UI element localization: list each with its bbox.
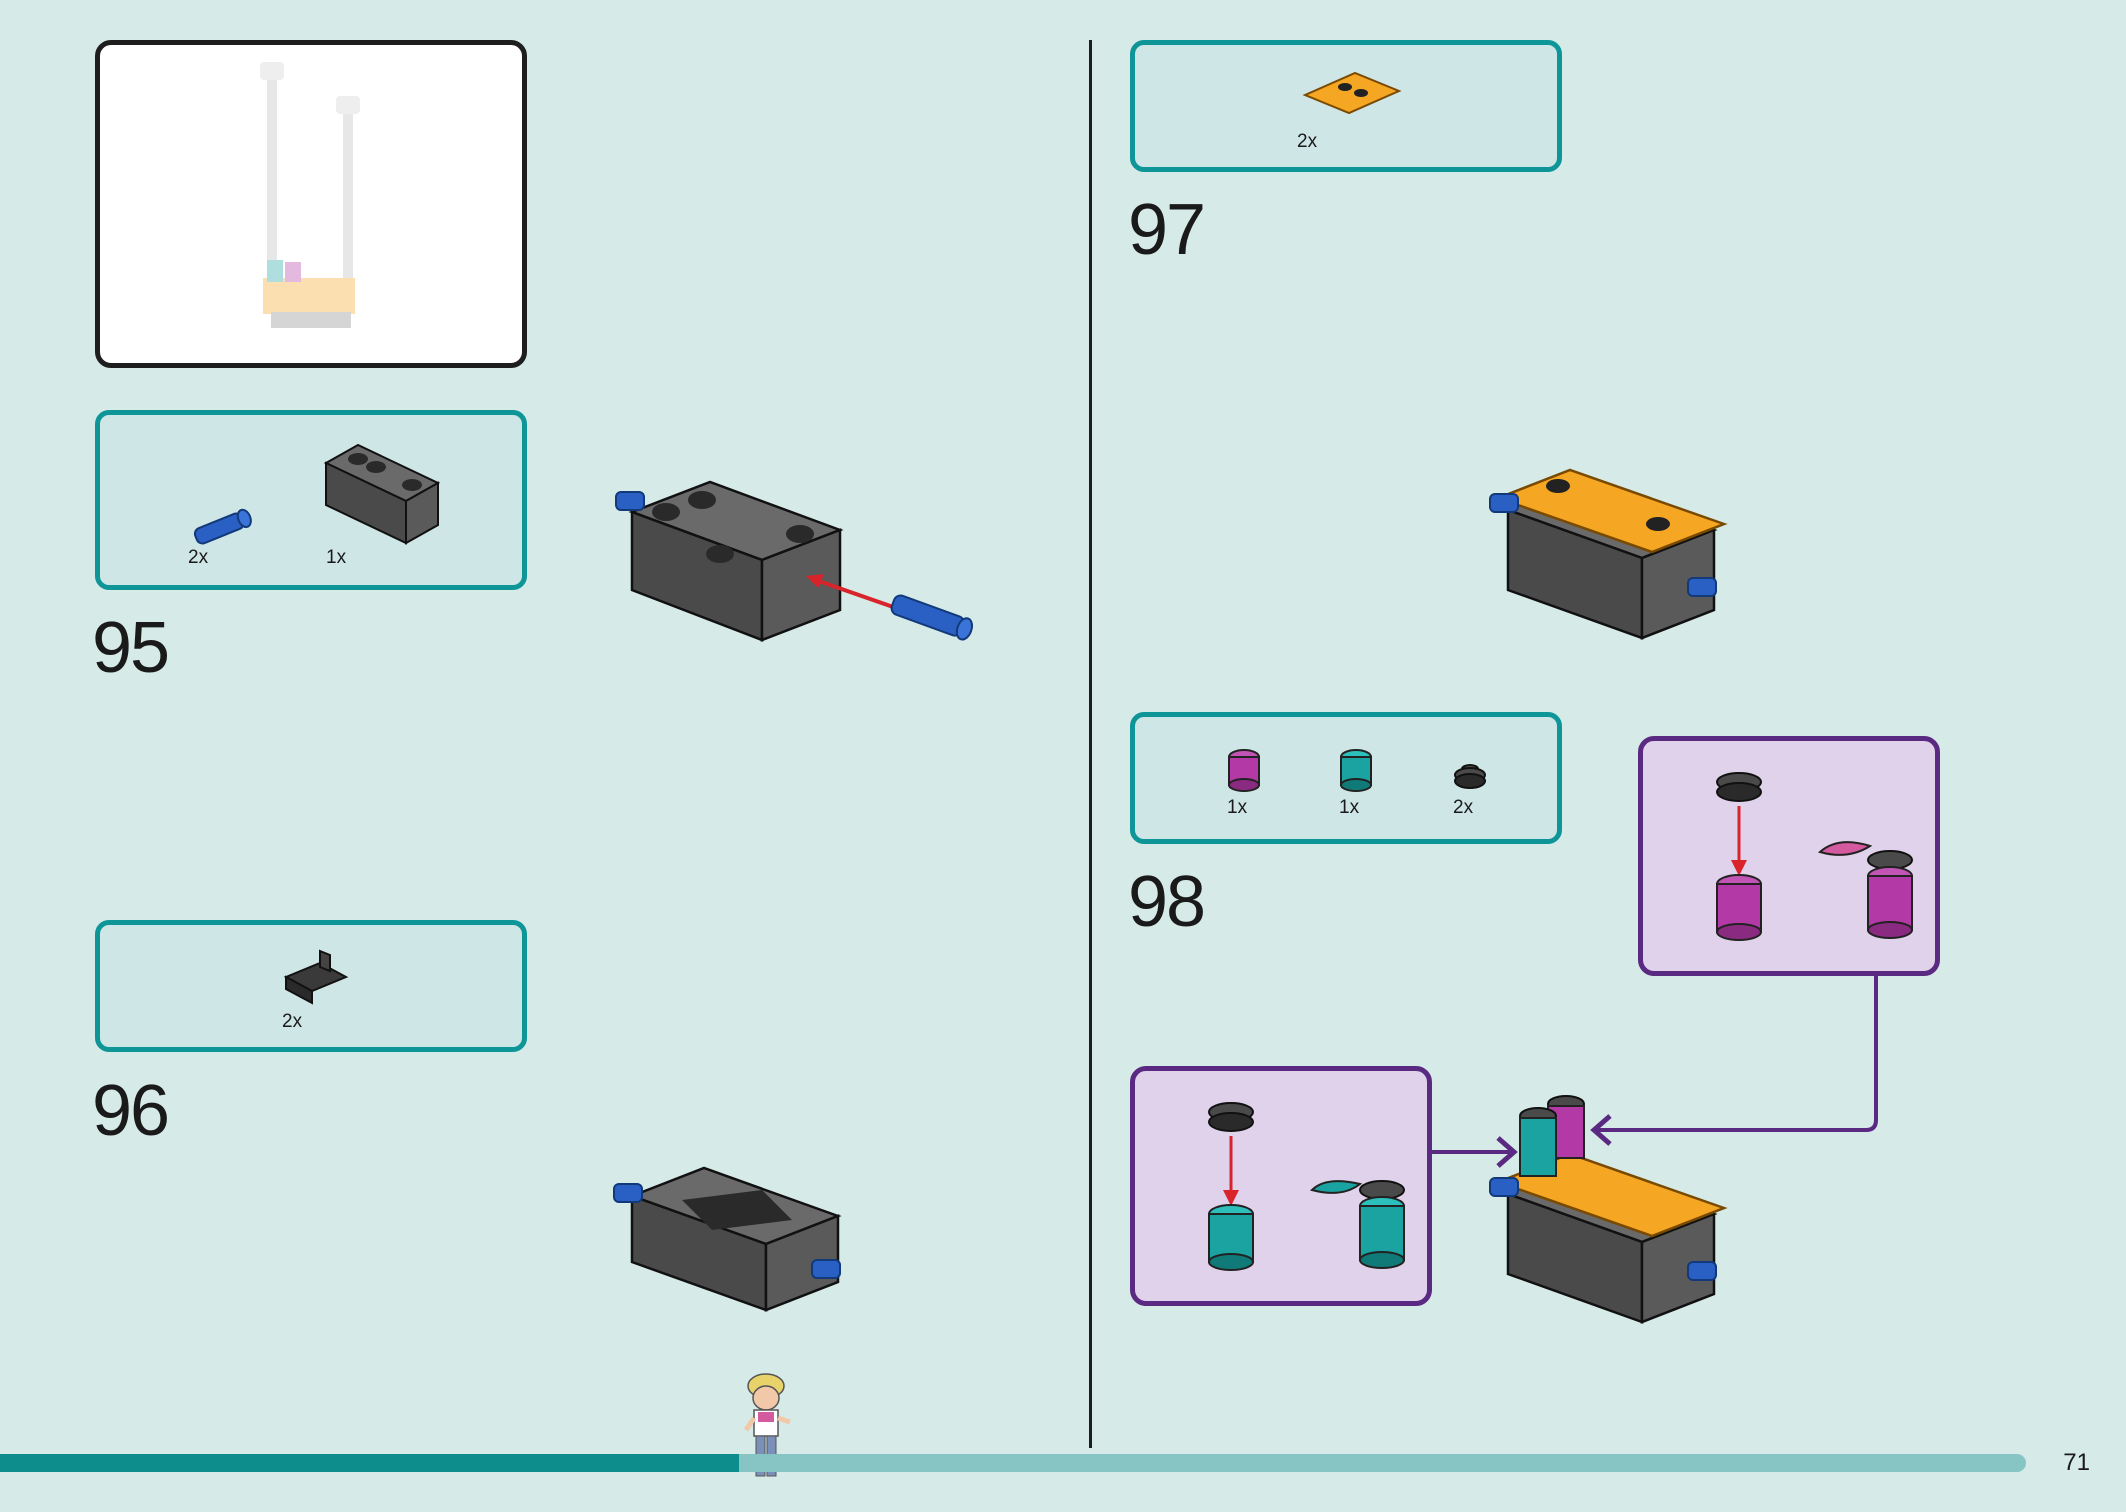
magenta-round-brick-icon xyxy=(1228,749,1260,792)
step-98-parts-box: 1x 1x 2x xyxy=(1130,712,1562,844)
step-98-assembly-icon xyxy=(1489,1095,1728,1324)
step-97-part-1-qty: 2x xyxy=(1297,131,1318,152)
model-overview-icon xyxy=(260,62,360,328)
step-96-parts-box: 2x xyxy=(95,920,527,1052)
step-96-part-1-qty: 2x xyxy=(282,1011,303,1032)
step-97-assembly-icon xyxy=(1489,468,1728,640)
page-divider xyxy=(1089,40,1092,1448)
teal-subassembly-icon xyxy=(1208,1102,1405,1271)
model-overview-panel xyxy=(95,40,527,368)
step-95-parts-box: 2x 1x xyxy=(95,410,527,590)
step-98-part-2-qty: 1x xyxy=(1339,797,1360,818)
dark-round-tile-icon xyxy=(1454,764,1486,789)
orange-plate-icon xyxy=(1302,71,1402,115)
step-95-part-1-qty: 2x xyxy=(188,547,209,568)
step-97-parts-box: 2x xyxy=(1130,40,1562,172)
step-96-assembly-icon xyxy=(613,1166,842,1312)
blue-pin-icon xyxy=(193,508,252,545)
step-97-number: 97 xyxy=(1128,190,1206,270)
step-95-part-2-qty: 1x xyxy=(326,547,347,568)
magenta-subassembly-icon xyxy=(1716,772,1913,941)
step-96-number: 96 xyxy=(92,1071,170,1151)
dark-bracket-icon xyxy=(283,949,349,1005)
teal-round-brick-icon xyxy=(1340,749,1372,792)
step-98-part-1-qty: 1x xyxy=(1227,797,1248,818)
step-98-number: 98 xyxy=(1128,862,1206,942)
magenta-subassembly-callout xyxy=(1638,736,1940,976)
progress-bar xyxy=(0,1454,2026,1472)
dark-brick-icon xyxy=(323,443,441,545)
page-number: 71 xyxy=(2063,1449,2090,1476)
progress-bar-fill xyxy=(0,1454,740,1472)
step-95-assembly-icon xyxy=(615,480,974,642)
step-98-part-3-qty: 2x xyxy=(1453,797,1474,818)
step-95-number: 95 xyxy=(92,608,170,688)
teal-subassembly-callout xyxy=(1130,1066,1432,1306)
